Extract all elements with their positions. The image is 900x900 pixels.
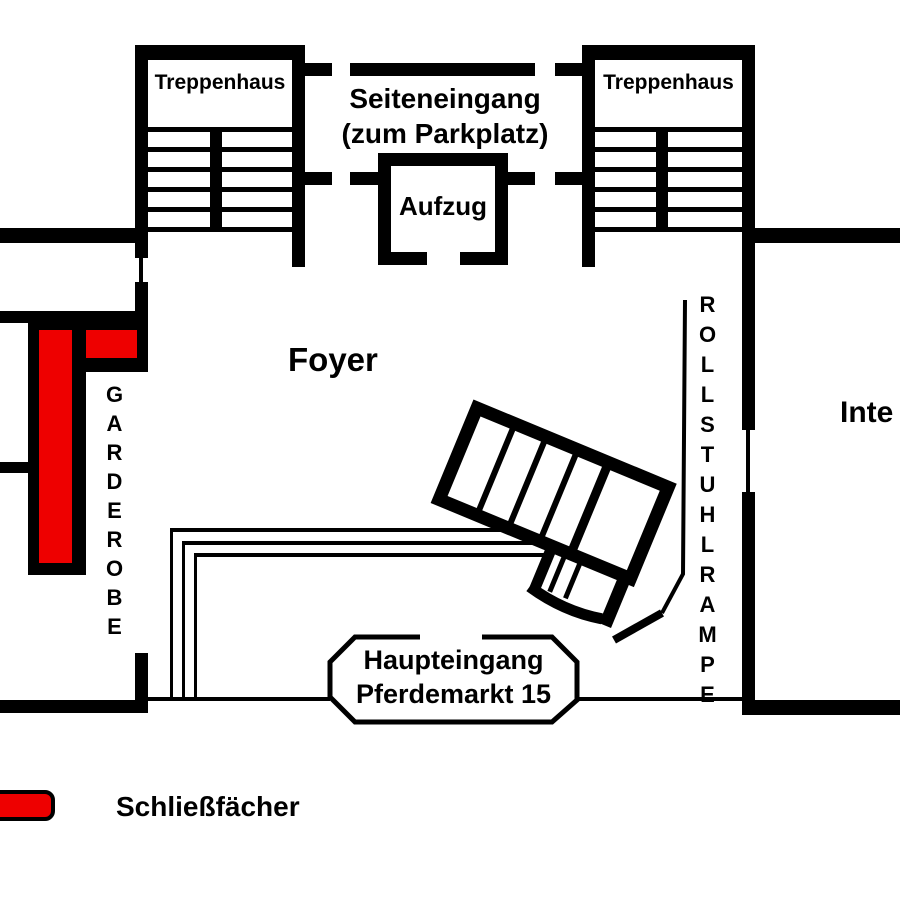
side-entrance-line1: Seiteneingang	[349, 83, 541, 114]
legend-locker-label: Schließfächer	[116, 791, 300, 822]
bottom-facade-wall	[148, 697, 742, 701]
elevator-row-wall	[303, 172, 582, 185]
locker-block-horizontal	[86, 330, 137, 358]
stairwell-left-walls	[135, 45, 305, 267]
wheelchair-ramp-label: ROLLSTUHLRAMPE	[695, 292, 720, 712]
wheelchair-ramp-line	[612, 299, 687, 644]
main-entrance-line1: Haupteingang	[363, 645, 544, 675]
main-entrance-plaque	[327, 634, 580, 725]
elevator-label: Aufzug	[398, 191, 488, 221]
elevator-walls	[378, 153, 508, 266]
locker-block-vertical	[39, 330, 72, 563]
legend-locker-swatch	[0, 790, 55, 821]
side-entrance-wall	[305, 63, 582, 76]
locker-blocks	[39, 330, 137, 563]
side-entrance-line2: (zum Parkplatz)	[341, 118, 549, 149]
stairwell-right-label: Treppenhaus	[603, 71, 734, 94]
foyer-label: Foyer	[288, 341, 378, 378]
queue-guide-lines	[170, 528, 545, 700]
grand-staircase	[430, 399, 677, 629]
stairwell-right-walls	[582, 45, 755, 705]
legend-swatch-rect	[0, 790, 55, 821]
stairwell-left-label: Treppenhaus	[154, 71, 286, 94]
main-entrance-label: Haupteingang Pferdemarkt 15	[330, 643, 577, 711]
side-entrance-label: Seiteneingang (zum Parkplatz)	[320, 81, 570, 151]
outer-wall-right	[742, 228, 900, 715]
main-entrance-line2: Pferdemarkt 15	[355, 679, 552, 709]
cloakroom-label: GARDEROBE	[102, 382, 127, 643]
right-room-label: Inte	[840, 396, 894, 429]
